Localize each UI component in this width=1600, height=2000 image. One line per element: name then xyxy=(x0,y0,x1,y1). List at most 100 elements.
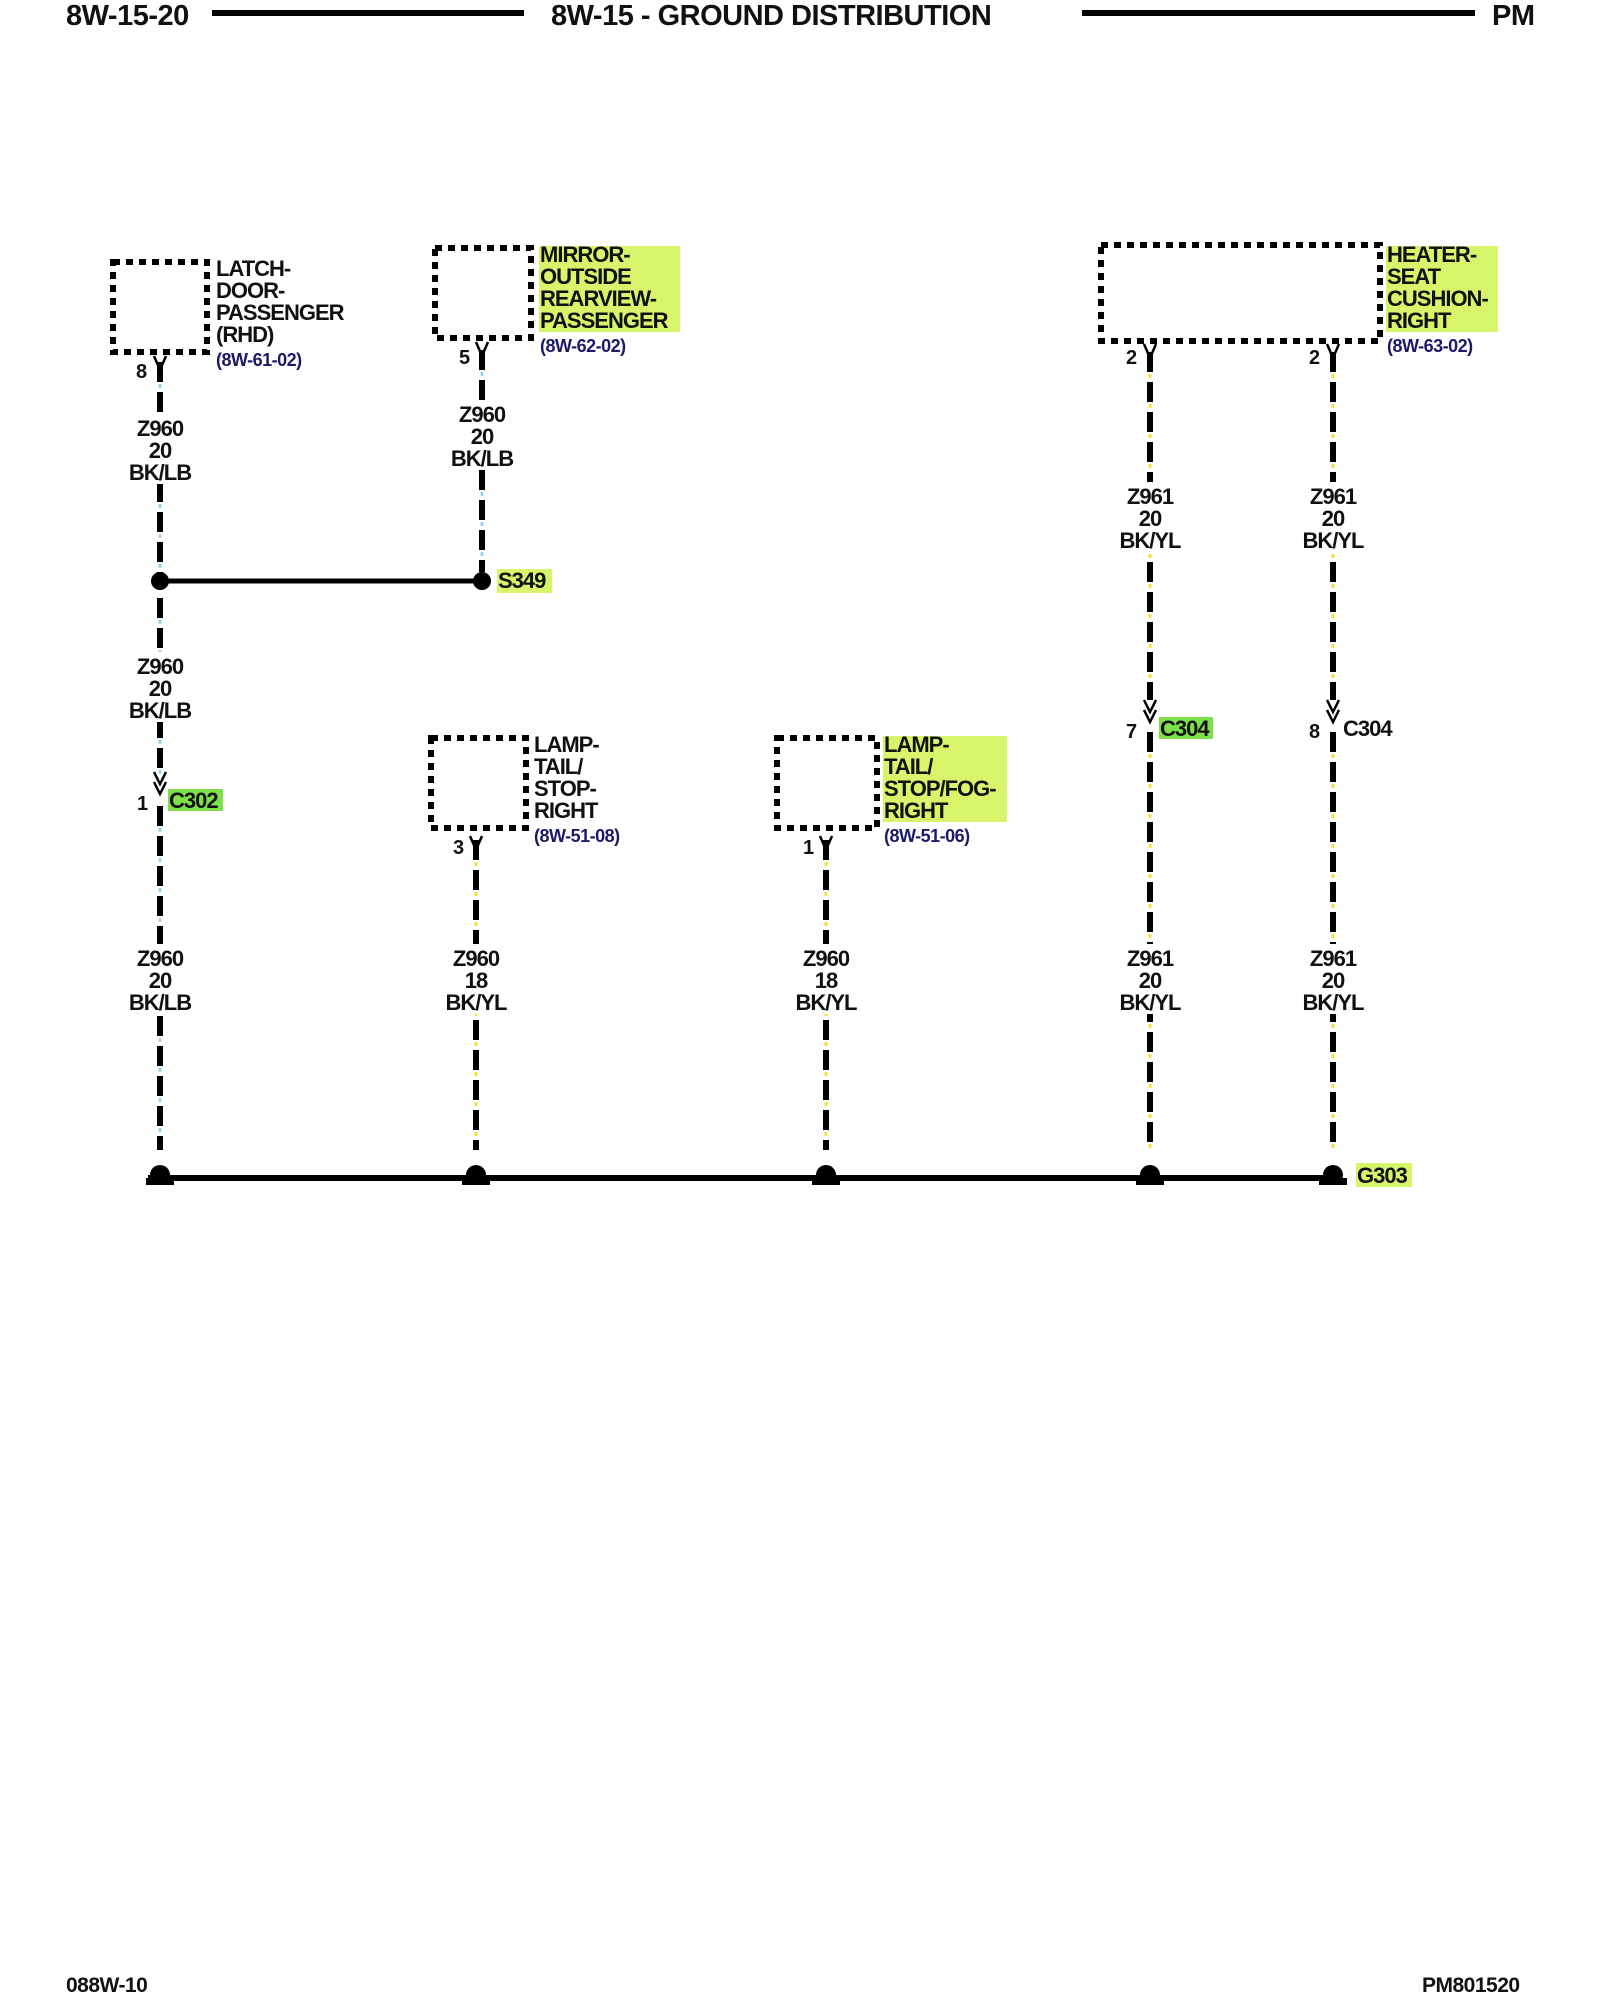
svg-text:BK/LB: BK/LB xyxy=(129,460,191,485)
svg-text:(8W-62-02): (8W-62-02) xyxy=(540,336,626,356)
svg-text:REARVIEW-: REARVIEW- xyxy=(540,286,657,311)
svg-text:BK/YL: BK/YL xyxy=(1120,528,1182,553)
wire-label-w3: Z960 20 BK/LB xyxy=(129,654,192,723)
splice-s349-node-left xyxy=(151,572,169,590)
svg-text:Z960: Z960 xyxy=(137,654,184,679)
svg-text:TAIL/: TAIL/ xyxy=(534,754,583,779)
svg-text:STOP-: STOP- xyxy=(534,776,597,801)
svg-text:OUTSIDE: OUTSIDE xyxy=(540,264,631,289)
svg-text:MIRROR-: MIRROR- xyxy=(540,242,630,267)
mirror-label-highlight xyxy=(539,246,680,332)
model-code: PM xyxy=(1492,0,1535,32)
svg-text:Z961: Z961 xyxy=(1127,484,1174,509)
svg-text:(8W-51-06): (8W-51-06) xyxy=(884,826,970,846)
svg-text:Z960: Z960 xyxy=(803,946,850,971)
c304b-label: C304 xyxy=(1343,716,1393,741)
wire-label-w10: Z961 20 BK/YL xyxy=(1303,946,1366,1015)
svg-text:HEATER-: HEATER- xyxy=(1387,242,1477,267)
svg-text:PASSENGER: PASSENGER xyxy=(216,300,345,325)
svg-text:BK/LB: BK/LB xyxy=(129,698,191,723)
s349-highlight xyxy=(497,569,552,593)
ground-g303-terminals xyxy=(146,1165,1347,1185)
svg-text:TAIL/: TAIL/ xyxy=(884,754,933,779)
svg-text:Z961: Z961 xyxy=(1310,484,1357,509)
wire-label-backgrounds xyxy=(128,400,1365,1014)
wire-label-w1: Z960 20 BK/LB xyxy=(129,416,192,485)
svg-text:Z961: Z961 xyxy=(1310,946,1357,971)
wire-label-w8: Z961 20 BK/YL xyxy=(1303,484,1366,553)
lamp-fog-component-label: LAMP- TAIL/ STOP/FOG- RIGHT (8W-51-06) xyxy=(884,732,997,846)
heater-pin-number-left: 2 xyxy=(1126,347,1137,369)
wire-label-w7: Z961 20 BK/YL xyxy=(1120,484,1183,553)
svg-text:20: 20 xyxy=(149,438,172,463)
wire-label-w2: Z960 20 BK/LB xyxy=(451,402,514,471)
svg-text:BK/YL: BK/YL xyxy=(796,990,858,1015)
wire-label-w6: Z960 18 BK/YL xyxy=(796,946,859,1015)
svg-text:LATCH-: LATCH- xyxy=(216,256,291,281)
svg-text:Z960: Z960 xyxy=(137,416,184,441)
c302-pin-number: 1 xyxy=(137,793,148,815)
svg-text:SEAT: SEAT xyxy=(1387,264,1442,289)
c304b-pin-number: 8 xyxy=(1309,721,1320,743)
svg-text:DOOR-: DOOR- xyxy=(216,278,285,303)
svg-text:20: 20 xyxy=(471,424,494,449)
figure-code: 088W-10 xyxy=(66,1974,148,1997)
latch-component-label: LATCH- DOOR- PASSENGER (RHD) (8W-61-02) xyxy=(216,256,346,370)
wire-label-w4: Z960 20 BK/LB xyxy=(129,946,192,1015)
c304a-pin-number: 7 xyxy=(1126,721,1137,743)
heater-component-label: HEATER- SEAT CUSHION- RIGHT (8W-63-02) xyxy=(1387,242,1489,356)
svg-text:CUSHION-: CUSHION- xyxy=(1387,286,1488,311)
splice-s349-node-right xyxy=(473,572,491,590)
c302-label: C302 xyxy=(169,788,218,813)
svg-text:20: 20 xyxy=(1322,506,1345,531)
svg-text:BK/LB: BK/LB xyxy=(451,446,513,471)
svg-text:Z960: Z960 xyxy=(453,946,500,971)
wire-label-w9: Z961 20 BK/YL xyxy=(1120,946,1183,1015)
mirror-component-label: MIRROR- OUTSIDE REARVIEW- PASSENGER (8W-… xyxy=(540,242,670,356)
lamp-tail-component-label: LAMP- TAIL/ STOP- RIGHT (8W-51-08) xyxy=(534,732,621,846)
svg-text:Z961: Z961 xyxy=(1127,946,1174,971)
page-title: 8W-15 - GROUND DISTRIBUTION xyxy=(551,0,992,32)
svg-text:STOP/FOG-: STOP/FOG- xyxy=(884,776,996,801)
page-number-top: 8W-15-20 xyxy=(66,0,189,32)
lamp-tail-component-box xyxy=(428,735,529,831)
svg-text:20: 20 xyxy=(149,676,172,701)
svg-text:RIGHT: RIGHT xyxy=(884,798,949,823)
heater-component-box xyxy=(1098,242,1383,344)
header-rule-right xyxy=(1082,10,1475,16)
svg-text:20: 20 xyxy=(1322,968,1345,993)
c304a-label: C304 xyxy=(1160,716,1210,741)
svg-text:RIGHT: RIGHT xyxy=(1387,308,1452,333)
latch-pin-number: 8 xyxy=(136,361,147,383)
g303-highlight xyxy=(1356,1163,1412,1187)
svg-text:(8W-63-02): (8W-63-02) xyxy=(1387,336,1473,356)
page-code: PM801520 xyxy=(1422,1974,1520,1997)
pin-markers xyxy=(152,341,1341,854)
svg-text:BK/YL: BK/YL xyxy=(446,990,508,1015)
svg-text:18: 18 xyxy=(465,968,488,993)
splice-s349-label: S349 xyxy=(498,568,546,593)
svg-text:(8W-51-08): (8W-51-08) xyxy=(534,826,620,846)
svg-text:BK/YL: BK/YL xyxy=(1303,528,1365,553)
svg-text:BK/LB: BK/LB xyxy=(129,990,191,1015)
svg-text:20: 20 xyxy=(149,968,172,993)
header-rule-left xyxy=(212,10,524,16)
heater-label-highlight xyxy=(1386,246,1498,332)
svg-text:LAMP-: LAMP- xyxy=(534,732,599,757)
svg-text:20: 20 xyxy=(1139,506,1162,531)
mirror-pin-number: 5 xyxy=(459,347,470,369)
svg-text:18: 18 xyxy=(815,968,838,993)
heater-pin-number-right: 2 xyxy=(1309,347,1320,369)
c302-highlight xyxy=(168,789,223,811)
svg-text:RIGHT: RIGHT xyxy=(534,798,599,823)
lamp-fog-pin-number: 1 xyxy=(803,837,814,859)
latch-component-box xyxy=(110,259,210,355)
svg-text:(RHD): (RHD) xyxy=(216,322,274,347)
mirror-component-box xyxy=(432,245,534,341)
svg-text:Z960: Z960 xyxy=(459,402,506,427)
lamp-fog-label-highlight xyxy=(883,736,1007,822)
svg-text:(8W-61-02): (8W-61-02) xyxy=(216,350,302,370)
svg-text:PASSENGER: PASSENGER xyxy=(540,308,669,333)
svg-text:LAMP-: LAMP- xyxy=(884,732,949,757)
